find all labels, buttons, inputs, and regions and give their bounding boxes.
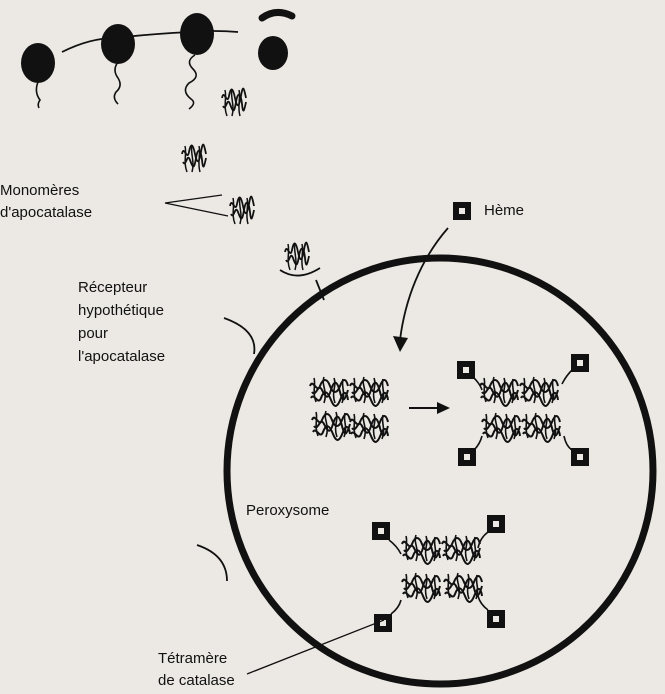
receptor-label-line3: pour <box>78 322 165 345</box>
ribosome-icon <box>258 36 288 70</box>
receptor-icon <box>197 545 227 581</box>
ribosome-icon <box>180 13 214 55</box>
apocatalase-monomer <box>230 197 254 224</box>
receptor-icon <box>224 318 254 354</box>
polysome <box>21 12 292 109</box>
receptor-label-line4: l'apocatalase <box>78 345 165 368</box>
catalase-tetramer <box>372 515 505 632</box>
monomer-leader-lines <box>165 195 228 216</box>
receptor-label-line1: Récepteur <box>78 276 165 299</box>
ribosome-icon <box>21 43 55 83</box>
heme-square-icon <box>458 448 476 466</box>
apocatalase-monomer <box>182 145 206 172</box>
heme-square-icon <box>571 354 589 372</box>
ribosome-icon <box>101 24 135 64</box>
peroxisome-label: Peroxysome <box>246 500 329 522</box>
heme-arrow <box>400 228 448 340</box>
monomers-label: Monomères d'apocatalase <box>0 180 92 224</box>
monomers-label-line2: d'apocatalase <box>0 202 92 224</box>
heme-square-icon <box>571 448 589 466</box>
heme-label: Hème <box>484 200 524 222</box>
heme-square-icon <box>457 361 475 379</box>
heme-square-icon <box>487 515 505 533</box>
receptor-label: Récepteur hypothétique pour l'apocatalas… <box>78 276 165 368</box>
heme-bound-dimer <box>457 354 589 466</box>
heme-square-icon <box>372 522 390 540</box>
apocatalase-dimer <box>310 377 388 442</box>
heme-square-icon <box>453 202 471 220</box>
tetramer-label: Tétramère de catalase <box>158 648 235 692</box>
heme-square-icon <box>487 610 505 628</box>
tetramer-label-line2: de catalase <box>158 670 235 692</box>
tetramer-label-line1: Tétramère <box>158 648 235 670</box>
monomers-label-line1: Monomères <box>0 180 92 202</box>
monomer-on-receptor <box>280 243 324 300</box>
receptor-label-line2: hypothétique <box>78 299 165 322</box>
apocatalase-monomer <box>222 89 246 116</box>
tetramer-leader-line <box>247 620 384 674</box>
peroxisome-membrane <box>227 258 653 684</box>
